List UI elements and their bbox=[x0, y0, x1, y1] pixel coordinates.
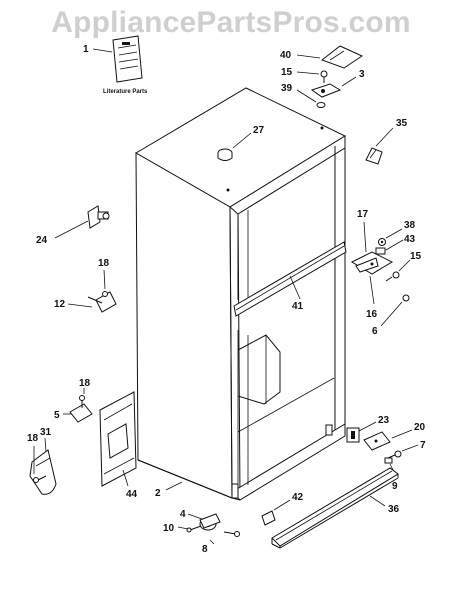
lower-hinge-left[interactable] bbox=[69, 395, 93, 423]
callout-36: 36 bbox=[388, 504, 400, 515]
callout-8: 8 bbox=[202, 544, 208, 555]
callout-15-middle: 15 bbox=[410, 251, 422, 262]
cabinet-top-plug[interactable] bbox=[217, 148, 233, 161]
callout-15-top: 15 bbox=[281, 67, 293, 78]
center-hinge-right[interactable] bbox=[350, 251, 394, 275]
center-hinge-left[interactable] bbox=[87, 291, 117, 313]
callout-17: 17 bbox=[357, 209, 369, 220]
grille-clip[interactable] bbox=[261, 510, 276, 526]
callout-20: 20 bbox=[414, 422, 426, 433]
callout-18-lower: 18 bbox=[27, 433, 39, 444]
hinge-bushing[interactable] bbox=[378, 238, 386, 246]
toe-grille[interactable] bbox=[271, 467, 399, 549]
callout-1: 1 bbox=[83, 44, 89, 55]
callout-6: 6 bbox=[372, 326, 378, 337]
roller-bolt[interactable] bbox=[223, 531, 240, 537]
callout-23: 23 bbox=[378, 415, 390, 426]
lower-hinge-nut[interactable] bbox=[384, 457, 393, 464]
callout-35: 35 bbox=[396, 118, 408, 129]
refrigerator-cabinet bbox=[135, 87, 347, 501]
callout-12: 12 bbox=[54, 299, 66, 310]
callout-16: 16 bbox=[366, 309, 378, 320]
hinge-pin-cover[interactable] bbox=[365, 147, 383, 165]
front-roller[interactable] bbox=[199, 513, 221, 531]
hinge-spacer[interactable] bbox=[375, 247, 386, 255]
callout-42: 42 bbox=[292, 492, 304, 503]
lower-hinge-screw[interactable] bbox=[387, 450, 402, 459]
callout-43: 43 bbox=[404, 234, 416, 245]
hinge-screw-top[interactable] bbox=[320, 70, 328, 83]
literature-parts-label: Literature Parts bbox=[103, 89, 148, 95]
callout-27: 27 bbox=[253, 125, 265, 136]
lower-hinge-right[interactable] bbox=[363, 431, 391, 451]
door-stop[interactable] bbox=[87, 205, 110, 229]
hinge-cover-lower[interactable] bbox=[29, 449, 57, 495]
callout-4: 4 bbox=[180, 509, 186, 520]
callout-41: 41 bbox=[292, 301, 304, 312]
hinge-screw-middle[interactable] bbox=[385, 271, 400, 282]
top-hinge[interactable] bbox=[310, 83, 342, 98]
mullion-divider-bar[interactable] bbox=[233, 241, 347, 317]
callout-31: 31 bbox=[40, 427, 52, 438]
hinge-nut[interactable] bbox=[402, 294, 410, 302]
hinge-cover[interactable] bbox=[320, 45, 364, 69]
roller-screw[interactable] bbox=[186, 525, 202, 533]
callout-5: 5 bbox=[54, 410, 60, 421]
hinge-washer[interactable] bbox=[316, 102, 326, 108]
callout-3: 3 bbox=[359, 69, 365, 80]
callout-39: 39 bbox=[281, 83, 293, 94]
callout-38: 38 bbox=[404, 220, 416, 231]
callout-7: 7 bbox=[420, 440, 426, 451]
callout-24: 24 bbox=[36, 235, 48, 246]
callout-44: 44 bbox=[126, 489, 138, 500]
callout-18-upper: 18 bbox=[98, 258, 110, 269]
callout-40: 40 bbox=[280, 50, 292, 61]
roller-bracket[interactable] bbox=[346, 427, 360, 443]
machine-compartment-panel[interactable] bbox=[99, 391, 137, 487]
literature-parts-booklet[interactable] bbox=[112, 35, 143, 83]
callout-10: 10 bbox=[163, 523, 175, 534]
callout-9: 9 bbox=[392, 481, 398, 492]
callout-2: 2 bbox=[155, 488, 161, 499]
callout-18-middle: 18 bbox=[79, 378, 91, 389]
